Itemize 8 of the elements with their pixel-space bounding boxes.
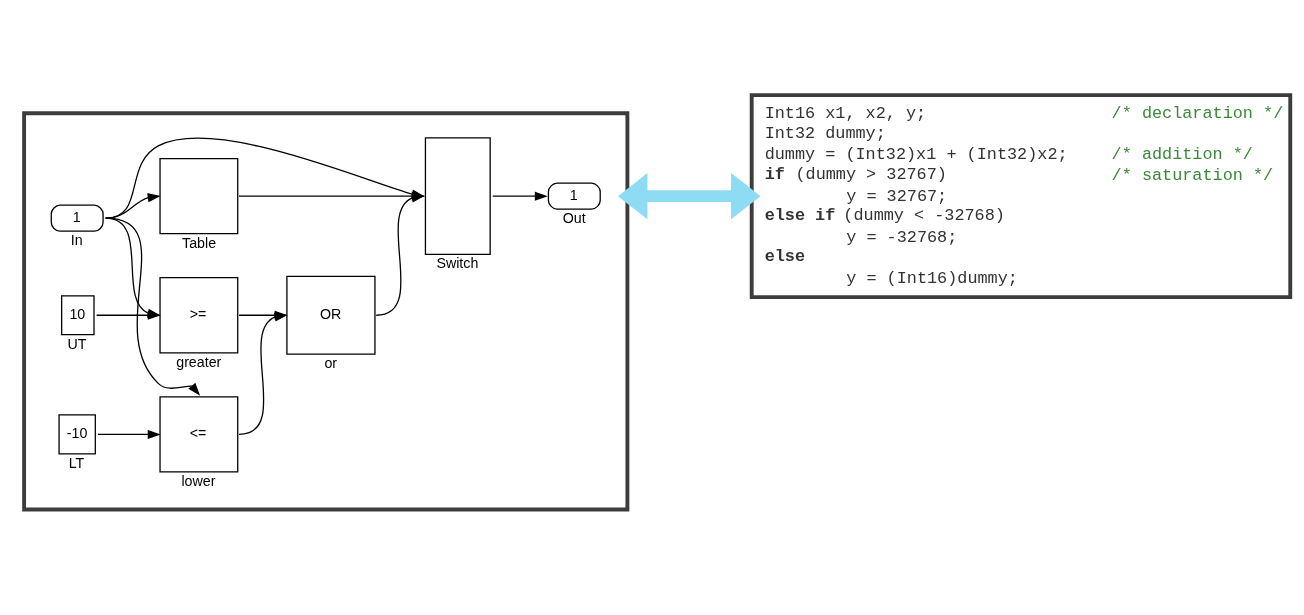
node-label: Switch bbox=[436, 255, 479, 272]
node-label: UT bbox=[67, 335, 87, 352]
node-label: Out bbox=[562, 210, 586, 227]
node-label: LT bbox=[68, 454, 85, 471]
node-label: In bbox=[70, 232, 83, 249]
node-label: lower bbox=[181, 472, 216, 489]
node-label: greater bbox=[176, 353, 222, 370]
node-label: or bbox=[324, 355, 338, 372]
